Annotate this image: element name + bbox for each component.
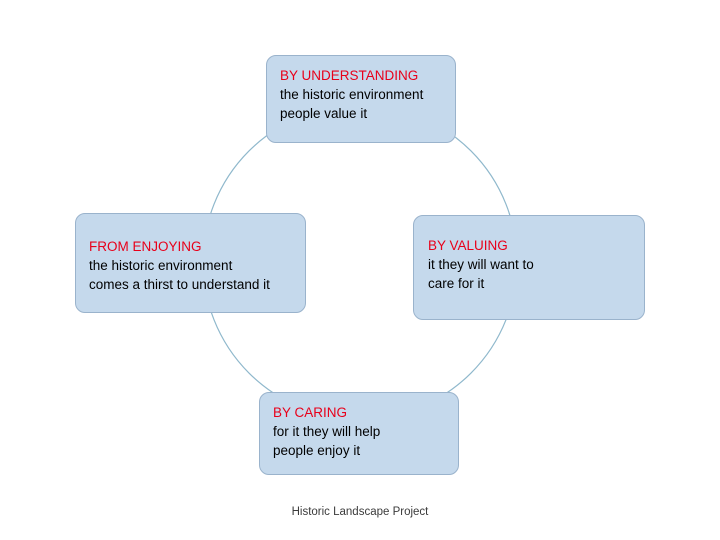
footer-caption: Historic Landscape Project (291, 506, 429, 518)
node-title: BY CARING (273, 405, 348, 420)
node-line-1: for it they will help (273, 424, 381, 439)
node-line-1: the historic environment (280, 87, 424, 102)
node-title: BY UNDERSTANDING (280, 68, 419, 83)
node-line-2: people value it (280, 106, 368, 121)
node-by-understanding[interactable]: BY UNDERSTANDING the historic environmen… (266, 55, 456, 143)
node-line-2: care for it (428, 276, 485, 291)
node-line-1: the historic environment (89, 258, 233, 273)
node-by-valuing[interactable]: BY VALUING it they will want to care for… (413, 215, 645, 320)
node-line-2: comes a thirst to understand it (89, 277, 270, 292)
node-title: BY VALUING (428, 238, 508, 253)
node-title: FROM ENJOYING (89, 239, 202, 254)
node-from-enjoying[interactable]: FROM ENJOYING the historic environment c… (75, 213, 306, 313)
node-line-1: it they will want to (428, 257, 534, 272)
node-line-2: people enjoy it (273, 443, 361, 458)
node-by-caring[interactable]: BY CARING for it they will help people e… (259, 392, 459, 475)
